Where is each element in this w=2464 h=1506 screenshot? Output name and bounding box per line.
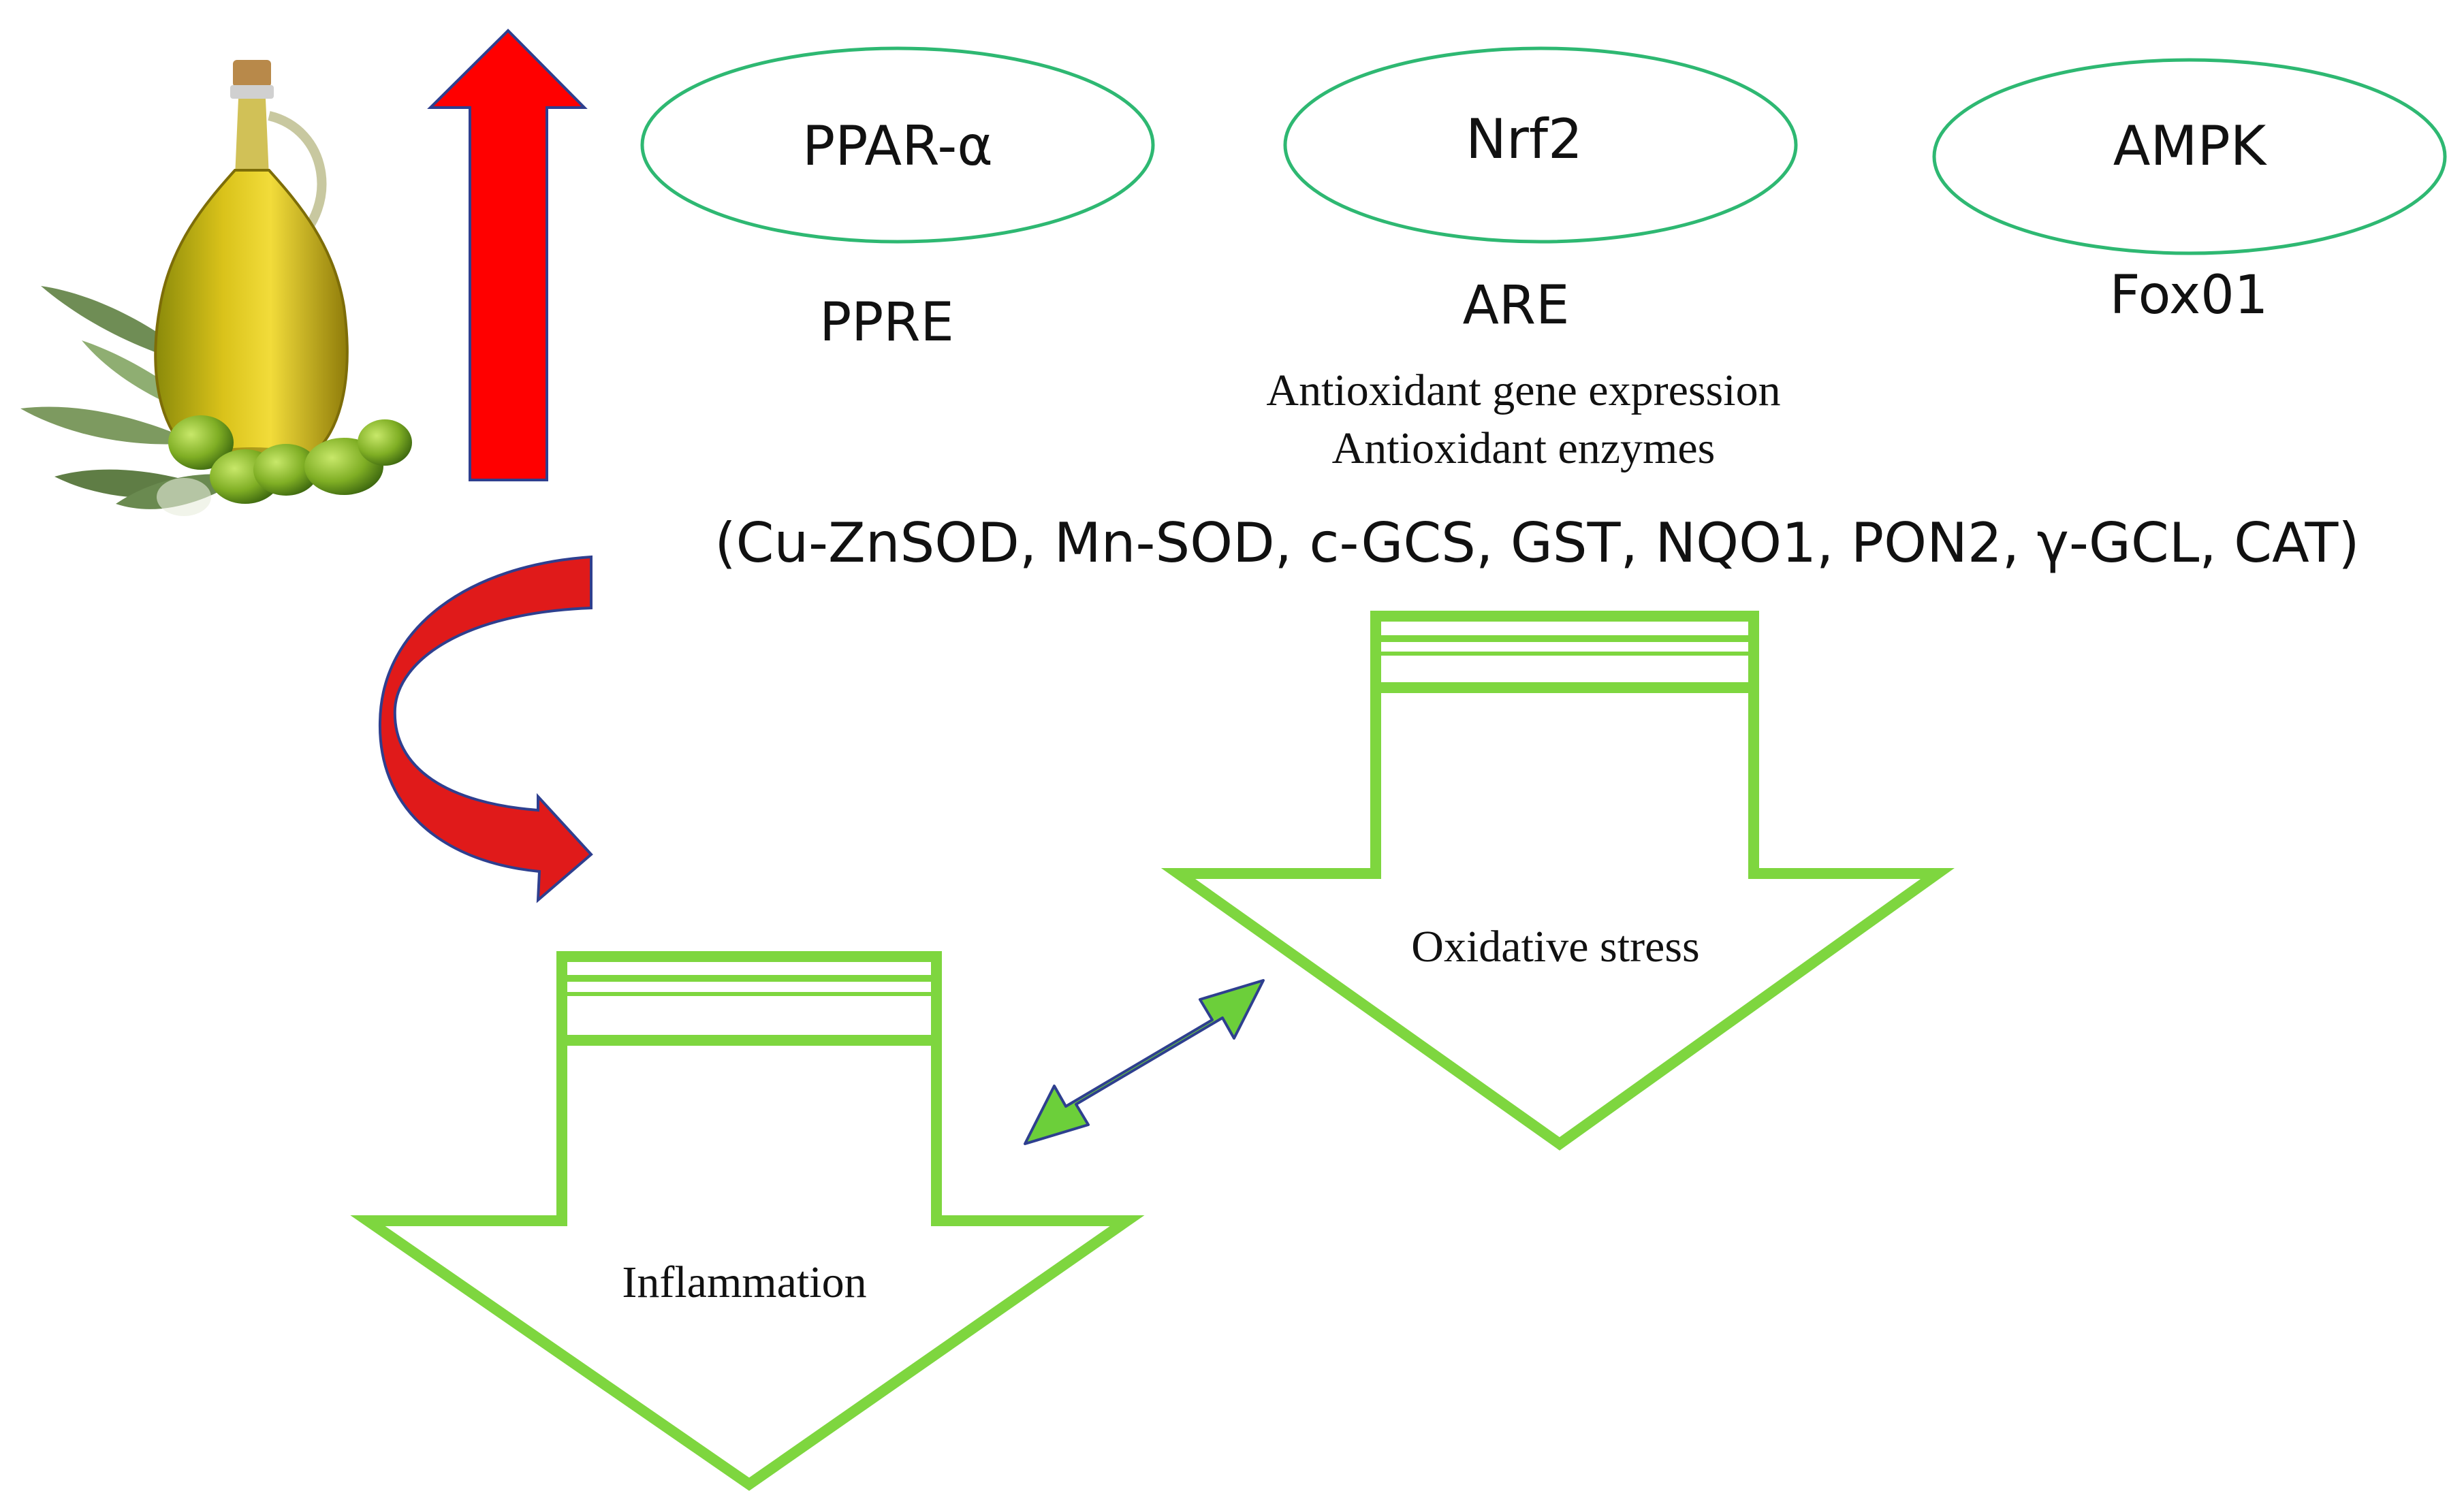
inflammation-down-arrow: Inflammation [350, 951, 1145, 1491]
ppre-label: PPRE [819, 292, 954, 353]
enzyme-list-text: (Cu-ZnSOD, Mn-SOD, c-GCS, GST, NQO1, PON… [714, 511, 2359, 575]
ampk-node: AMPK [1932, 58, 2447, 255]
upregulation-arrow [427, 29, 588, 481]
bidirectional-arrow [1024, 979, 1265, 1145]
ampk-label: AMPK [2113, 114, 2268, 178]
olive-oil-bottle-with-olives-icon [20, 60, 412, 516]
antioxidant-enzymes-text: Antioxidant enzymes [1332, 423, 1716, 473]
oxidative-stress-label: Oxidative stress [1411, 922, 1699, 972]
curved-arrow [378, 555, 593, 903]
are-label: ARE [1463, 275, 1570, 336]
nrf2-node: Nrf2 [1283, 46, 1798, 244]
fox01-label: Fox01 [2110, 265, 2269, 326]
ppar-alpha-node: PPAR-α [640, 46, 1155, 244]
nrf2-label: Nrf2 [1466, 108, 1583, 171]
oxidative-stress-down-arrow: Oxidative stress [1160, 611, 1955, 1151]
inflammation-label: Inflammation [622, 1257, 866, 1307]
antioxidant-gene-expression-text: Antioxidant gene expression [1266, 366, 1780, 415]
ppar-alpha-label: PPAR-α [802, 114, 993, 178]
